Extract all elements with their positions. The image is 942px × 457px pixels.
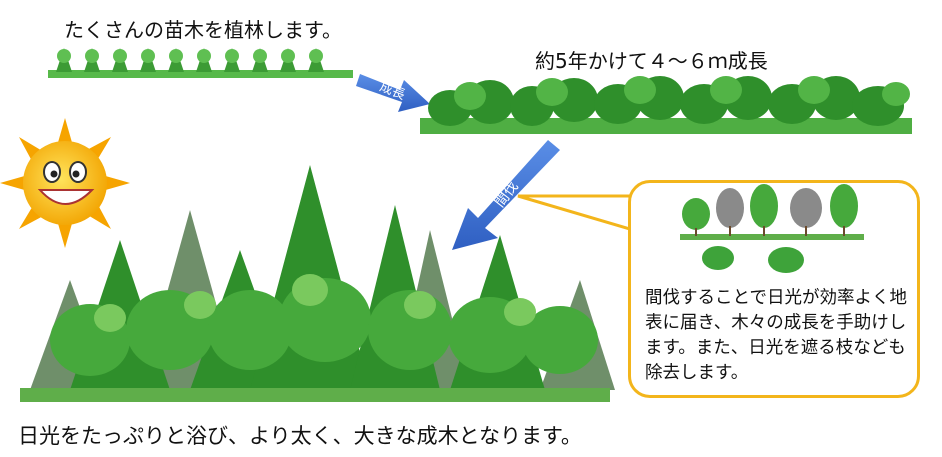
seedling-row xyxy=(48,48,353,78)
seedling-caption: たくさんの苗木を植林します。 xyxy=(64,18,342,42)
grow-arrow xyxy=(356,74,430,112)
callout-trees xyxy=(680,184,864,273)
young-forest xyxy=(420,76,912,134)
final-caption: 日光をたっぷりと浴び、より太く、大きな成木となります。 xyxy=(18,424,582,448)
mature-forest xyxy=(20,165,615,402)
callout-text: 間伐することで日光が効率よく地表に届き、木々の成長を手助けします。また、日光を遮… xyxy=(645,288,907,383)
sun-icon xyxy=(0,118,130,248)
thinning-arrow xyxy=(452,140,560,250)
growth-caption: 約5年かけて４～６ｍ成長 xyxy=(535,49,768,73)
